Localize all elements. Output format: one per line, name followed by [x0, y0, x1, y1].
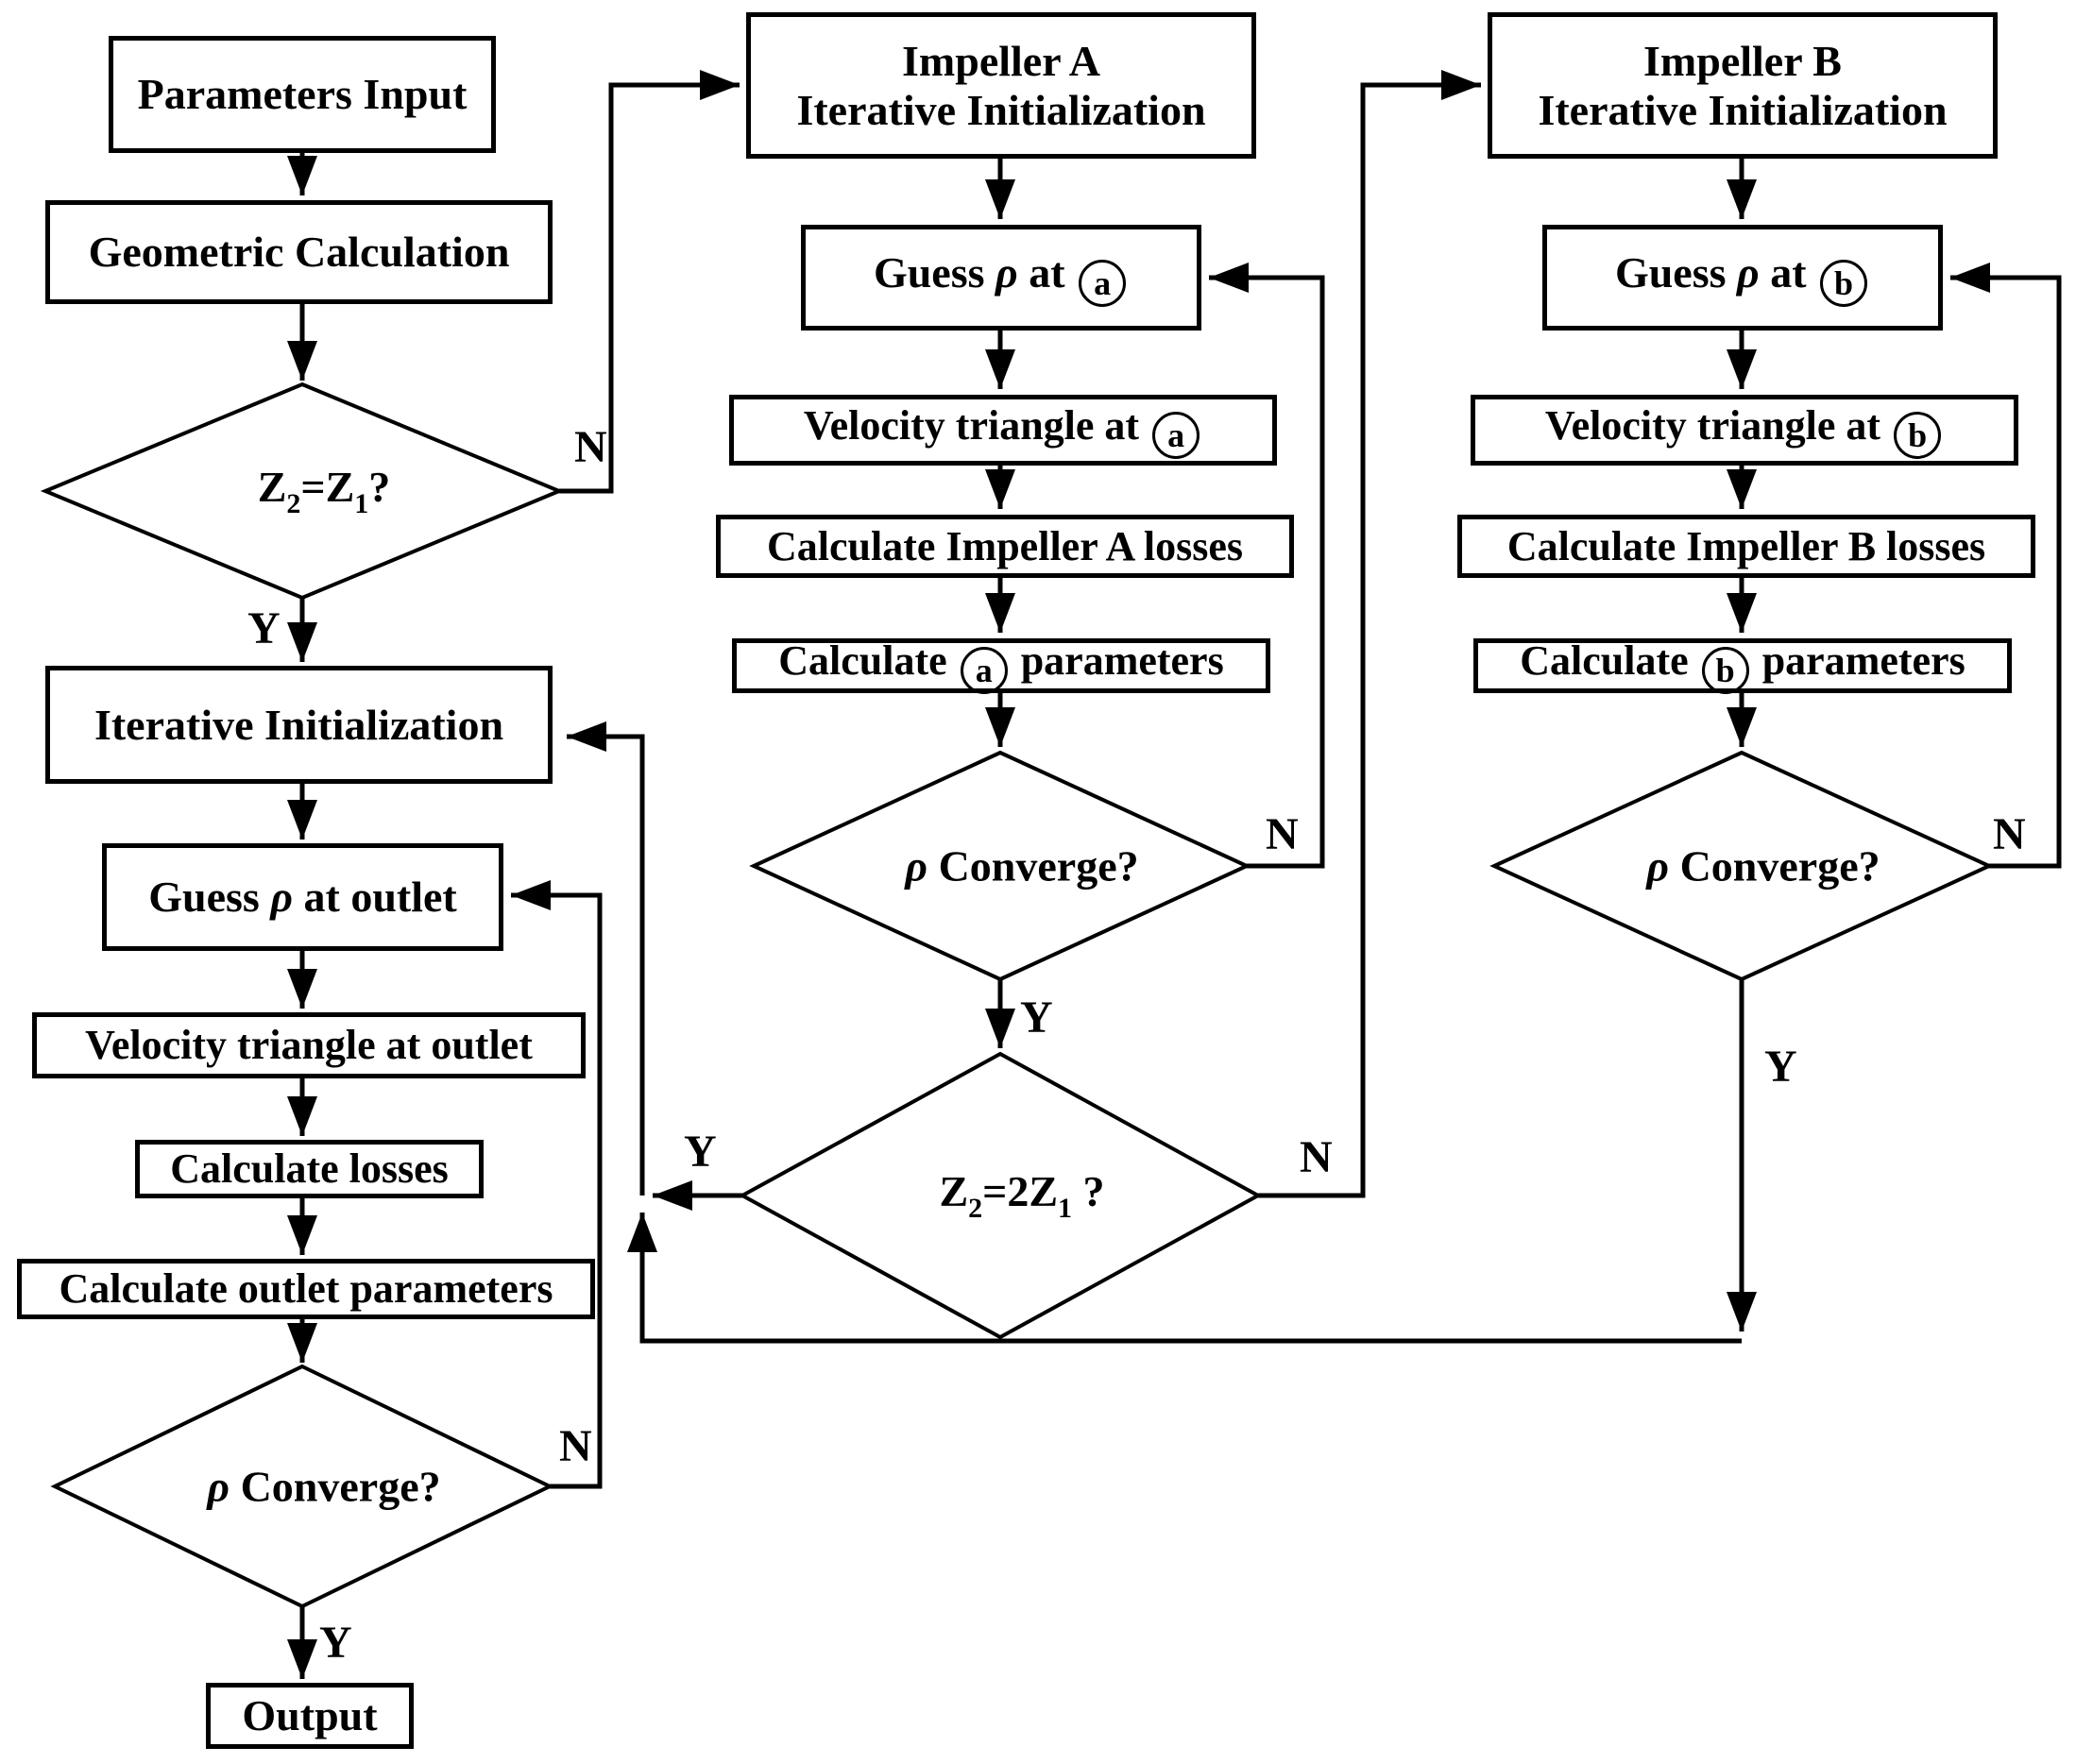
node-calculate-losses-label: Calculate losses: [170, 1145, 449, 1193]
node-output-label: Output: [242, 1691, 378, 1740]
node-guess-rho-outlet: Guess ρ at outlet: [102, 843, 503, 951]
circled-b-icon: b: [1894, 411, 1942, 459]
branch-label-no-converge-a: N: [1266, 809, 1299, 859]
node-impeller-b-init: Impeller B Iterative Initialization: [1488, 12, 1998, 159]
node-iterative-initialization: Iterative Initialization: [45, 666, 553, 784]
node-velocity-triangle-outlet: Velocity triangle at outlet: [32, 1012, 586, 1078]
node-velocity-triangle-a: Velocity triangle at a: [729, 395, 1277, 466]
node-guess-rho-a: Guess ρ at a: [801, 225, 1201, 331]
branch-label-no-converge-b: N: [1993, 809, 2026, 859]
circled-a-icon: a: [1079, 260, 1127, 307]
connector-converge-no-loop-left: [511, 880, 603, 1489]
node-guess-rho-a-label: Guess ρ at a: [874, 248, 1129, 307]
node-impeller-a-init: Impeller A Iterative Initialization: [746, 12, 1256, 159]
decision-outlet-converge-label: ρ Converge?: [207, 1462, 441, 1511]
decision-converge-b-diamond: [1489, 750, 1994, 982]
node-iterative-initialization-label: Iterative Initialization: [94, 700, 504, 749]
connector-converge-b-no-loop: [1950, 263, 2062, 869]
node-velocity-triangle-b: Velocity triangle at b: [1471, 395, 2018, 466]
connector-converge-a-no-loop: [1209, 263, 1325, 869]
decision-z-double-diamond: [738, 1051, 1263, 1340]
node-calculate-b-parameters-label: Calculate b parameters: [1520, 637, 1965, 694]
node-calculate-outlet-parameters-label: Calculate outlet parameters: [59, 1265, 553, 1313]
decision-z-double-label: Z2=2Z1 ?: [939, 1167, 1105, 1224]
node-guess-rho-b: Guess ρ at b: [1542, 225, 1943, 331]
decision-z-equal-diamond: [40, 382, 565, 601]
node-output: Output: [206, 1683, 414, 1749]
node-calculate-impeller-a-losses-label: Calculate Impeller A losses: [767, 522, 1243, 569]
node-parameters-input: Parameters Input: [109, 36, 496, 153]
node-geometric-calculation-label: Geometric Calculation: [88, 228, 510, 277]
rho-symbol: ρ: [995, 248, 1018, 297]
decision-z-equal-label: Z2=Z1?: [257, 463, 391, 519]
circled-a-icon: a: [1152, 411, 1200, 459]
connector-zcheck-no-to-impeller-a: [559, 70, 740, 494]
node-impeller-a-init-line2: Iterative Initialization: [796, 85, 1206, 134]
node-calculate-impeller-b-losses: Calculate Impeller B losses: [1457, 515, 2035, 578]
node-impeller-a-init-line1: Impeller A: [902, 36, 1100, 85]
branch-label-yes-z-double: Y: [684, 1127, 717, 1177]
node-calculate-a-parameters: Calculate a parameters: [732, 637, 1270, 694]
node-impeller-b-init-line1: Impeller B: [1643, 36, 1842, 85]
branch-label-yes-converge-b: Y: [1764, 1042, 1797, 1092]
node-calculate-b-parameters: Calculate b parameters: [1473, 637, 2012, 694]
decision-outlet-converge-diamond: [50, 1364, 554, 1609]
node-velocity-triangle-b-label: Velocity triangle at b: [1545, 402, 1944, 459]
branch-label-no-z-double: N: [1300, 1132, 1333, 1182]
branch-label-yes-converge-a: Y: [1020, 992, 1053, 1043]
node-calculate-outlet-parameters: Calculate outlet parameters: [17, 1259, 595, 1319]
node-velocity-triangle-a-label: Velocity triangle at a: [804, 402, 1202, 459]
node-velocity-triangle-outlet-label: Velocity triangle at outlet: [85, 1022, 533, 1069]
branch-label-yes-zcheck: Y: [247, 603, 281, 653]
node-calculate-a-parameters-label: Calculate a parameters: [778, 637, 1224, 694]
node-calculate-impeller-a-losses: Calculate Impeller A losses: [716, 515, 1294, 578]
node-impeller-b-init-line2: Iterative Initialization: [1538, 85, 1948, 134]
decision-converge-a-label: ρ Converge?: [905, 841, 1139, 890]
node-guess-rho-b-label: Guess ρ at b: [1615, 248, 1870, 307]
connector-merge-up-to-iterative: [567, 721, 645, 1196]
circled-b-icon: b: [1820, 260, 1868, 307]
circled-b-icon: b: [1701, 647, 1749, 694]
node-calculate-losses: Calculate losses: [135, 1140, 484, 1198]
branch-label-no-converge-outlet: N: [559, 1421, 592, 1471]
circled-a-icon: a: [960, 647, 1008, 694]
rho-symbol: ρ: [1737, 248, 1760, 297]
connector-bottom-return: [627, 1213, 1742, 1344]
decision-converge-b-label: ρ Converge?: [1646, 841, 1880, 890]
node-guess-rho-outlet-label: Guess ρ at outlet: [148, 873, 457, 922]
node-calculate-impeller-b-losses-label: Calculate Impeller B losses: [1506, 522, 1986, 569]
node-geometric-calculation: Geometric Calculation: [45, 200, 553, 304]
branch-label-no-zcheck: N: [574, 422, 607, 472]
decision-converge-a-diamond: [749, 750, 1251, 982]
node-parameters-input-label: Parameters Input: [137, 70, 468, 119]
rho-symbol: ρ: [270, 873, 294, 922]
connector-z2check-no-to-impeller-b: [1258, 70, 1481, 1198]
branch-label-yes-converge-outlet: Y: [319, 1618, 352, 1668]
